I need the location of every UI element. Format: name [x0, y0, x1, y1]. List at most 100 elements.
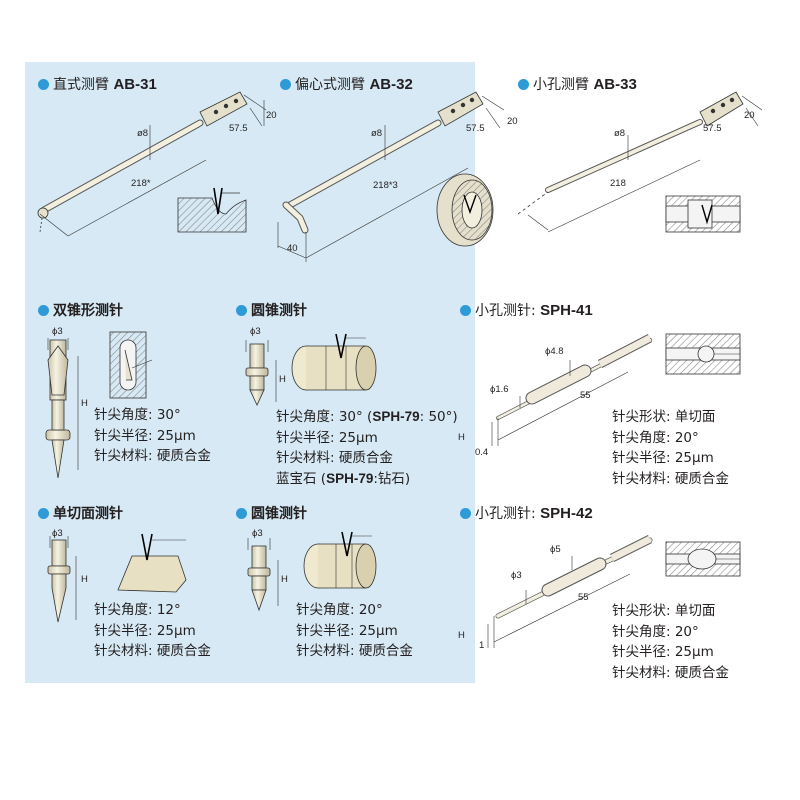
dim-total-length: 218*3 — [373, 180, 398, 191]
spec-line: 针尖角度: 12° — [94, 602, 181, 618]
double-cone-stylus-title: 双锥形测针 — [38, 300, 123, 320]
spec-line: 针尖半径: 25μm — [94, 622, 196, 639]
sph42-title: 小孔测针: SPH-42 — [460, 503, 593, 523]
arm-ab31-title: 直式测臂 AB-31 — [38, 74, 157, 94]
spec-line: 针尖角度: 30° (SPH-79: 50°) — [276, 407, 458, 428]
single-facet-stylus-title: 单切面测针 — [38, 503, 123, 523]
spec-line: 针尖形状: 单切面 — [612, 409, 716, 425]
dim-h: H — [279, 374, 286, 385]
bullet-icon — [460, 305, 471, 316]
dim-diameter-small: ϕ3 — [511, 570, 522, 581]
dim-tip-offset: 1 — [479, 640, 485, 651]
dim-diameter-large: ϕ5 — [550, 544, 561, 555]
spec-line: 针尖半径: 25μm — [612, 644, 714, 660]
stylus-name: 小孔测针: — [475, 506, 541, 522]
stylus-name: 单切面测针 — [53, 506, 123, 522]
dim-diameter-large: ϕ4.8 — [545, 346, 564, 357]
dim-diameter: ϕ3 — [52, 326, 63, 337]
stylus-model: SPH-42 — [540, 505, 593, 522]
spec-text: :钻石) — [373, 470, 411, 487]
dim-length: 57.5 — [466, 123, 485, 134]
spec-line: 针尖材料: 硬质合金 — [612, 664, 729, 681]
spec-line: 针尖形状: 单切面 — [612, 603, 716, 619]
dim-diameter: ø8 — [371, 128, 383, 139]
sph41-title: 小孔测针: SPH-41 — [460, 300, 593, 320]
dim-diameter: ø8 — [137, 128, 149, 139]
arm-ab31-drawing — [37, 91, 267, 237]
double-cone-stylus-drawing — [45, 331, 153, 479]
dim-h: H — [81, 574, 88, 585]
spec-model: SPH-79 — [372, 409, 420, 424]
spec-text: : 50°) — [419, 409, 458, 425]
arm-ab33-drawing — [517, 91, 763, 233]
arm-name: 直式测臂 — [53, 77, 114, 93]
dim-diameter: ø8 — [614, 128, 626, 139]
sph42-specs: 针尖形状: 单切面 针尖角度: 20° 针尖半径: 25μm 针尖材料: 硬质合… — [612, 601, 729, 683]
spec-line: 针尖半径: 25μm — [94, 427, 196, 444]
dim-height: 20 — [744, 110, 755, 121]
dim-diameter: ϕ3 — [52, 528, 63, 539]
dim-length: 57.5 — [703, 123, 722, 134]
dim-length: 57.5 — [229, 123, 248, 134]
cone-stylus-1-drawing — [245, 333, 377, 406]
bullet-icon — [38, 508, 49, 519]
stylus-name: 小孔测针: — [475, 303, 541, 319]
arm-ab33-title: 小孔测臂 AB-33 — [518, 74, 637, 94]
spec-line: 针尖角度: 30° — [94, 407, 181, 423]
spec-model: SPH-79 — [326, 470, 374, 486]
arm-model: AB-31 — [113, 76, 157, 93]
cone-2-specs: 针尖角度: 20° 针尖半径: 25μm 针尖材料: 硬质合金 — [296, 600, 413, 662]
spec-line: 针尖材料: 硬质合金 — [94, 643, 211, 659]
arm-name: 小孔测臂 — [533, 77, 594, 93]
sph41-stylus-drawing — [491, 333, 741, 446]
spec-line: 针尖半径: 25μm — [612, 450, 714, 466]
dim-total-length: 218 — [610, 178, 626, 189]
spec-line: 针尖半径: 25μm — [276, 429, 378, 446]
stylus-name: 双锥形测针 — [53, 303, 123, 319]
dim-diameter-small: ϕ1.6 — [490, 384, 509, 395]
stylus-model: SPH-41 — [540, 302, 593, 319]
dim-tip-offset: 0.4 — [475, 447, 489, 458]
arm-model: AB-33 — [593, 76, 637, 93]
bullet-icon — [38, 305, 49, 316]
spec-line: 针尖半径: 25μm — [296, 622, 398, 639]
bullet-icon — [236, 508, 247, 519]
dim-total-length: 218* — [131, 178, 151, 189]
dim-h: H — [458, 432, 465, 443]
cone-1-specs: 针尖角度: 30° (SPH-79: 50°) 针尖半径: 25μm 针尖材料:… — [276, 407, 458, 489]
dim-length: 55 — [578, 592, 589, 603]
dim-h: H — [81, 398, 88, 409]
dim-diameter: ϕ3 — [252, 528, 263, 539]
dim-h: H — [281, 574, 288, 585]
bullet-icon — [38, 79, 49, 90]
bullet-icon — [460, 508, 471, 519]
spec-line: 针尖角度: 20° — [612, 623, 699, 640]
arm-name: 偏心式测臂 — [295, 77, 370, 93]
double-cone-specs: 针尖角度: 30° 针尖半径: 25μm 针尖材料: 硬质合金 — [94, 405, 211, 467]
spec-line: 针尖角度: 20° — [612, 429, 699, 446]
cone-stylus-1-title: 圆锥测针 — [236, 300, 307, 320]
sph42-stylus-drawing — [487, 534, 741, 648]
arm-ab32-title: 偏心式测臂 AB-32 — [280, 74, 413, 94]
spec-line: 针尖角度: 20° — [296, 602, 383, 618]
dim-length: 55 — [580, 390, 591, 401]
sph41-specs: 针尖形状: 单切面 针尖角度: 20° 针尖半径: 25μm 针尖材料: 硬质合… — [612, 407, 729, 489]
arm-ab32-drawing — [277, 91, 505, 262]
spec-text: 针尖角度: 30° ( — [276, 409, 373, 425]
spec-line: 针尖材料: 硬质合金 — [94, 448, 211, 464]
spec-line: 蓝宝石 (SPH-79:钻石) — [276, 469, 458, 490]
bullet-icon — [518, 79, 529, 90]
cone-stylus-2-title: 圆锥测针 — [236, 503, 307, 523]
dim-height: 20 — [507, 116, 518, 127]
spec-text: 蓝宝石 ( — [276, 470, 327, 487]
single-facet-stylus-drawing — [47, 533, 187, 623]
spec-line: 针尖材料: 硬质合金 — [276, 450, 393, 466]
dim-height: 20 — [266, 110, 277, 121]
stylus-name: 圆锥测针 — [251, 303, 307, 319]
dim-diameter: ϕ3 — [250, 326, 261, 337]
arm-model: AB-32 — [369, 76, 413, 93]
spec-line: 针尖材料: 硬质合金 — [612, 470, 729, 487]
dim-offset: 40 — [287, 243, 298, 254]
cone-stylus-2-drawing — [247, 531, 377, 612]
